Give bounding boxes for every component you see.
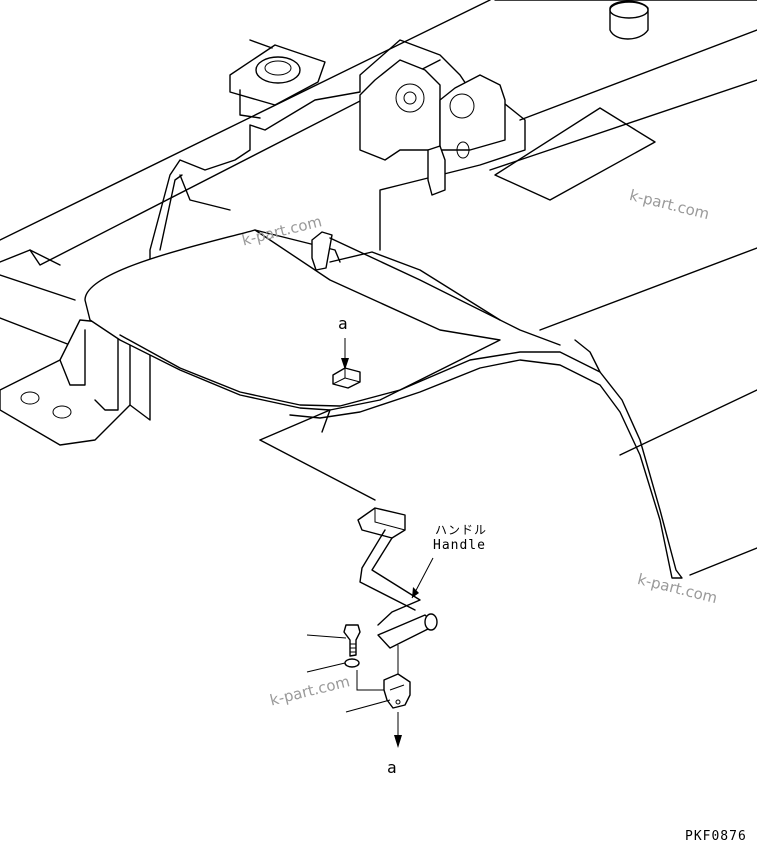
callout-arrow-top — [341, 338, 349, 370]
handle-label-jp: ハンドル — [435, 523, 488, 537]
frame-outline — [0, 0, 757, 576]
handle-part — [357, 507, 438, 680]
pivot-brackets — [359, 59, 506, 196]
hatch-plate — [494, 107, 656, 201]
clip — [383, 673, 411, 709]
bolt — [343, 624, 361, 657]
handle-label-en: Handle — [433, 538, 486, 553]
callout-label-bottom: a — [387, 758, 397, 777]
drawing-code: PKF0876 — [685, 829, 747, 844]
lock-lever — [311, 231, 561, 346]
washer — [344, 658, 360, 668]
frame-wall — [149, 39, 526, 301]
floor-plate — [84, 229, 683, 579]
flange — [229, 39, 326, 119]
callout-arrow-bottom — [394, 712, 402, 748]
round-cover — [609, 0, 649, 40]
callout-label-top: a — [338, 314, 348, 333]
handle-leader-arrow — [412, 587, 419, 598]
